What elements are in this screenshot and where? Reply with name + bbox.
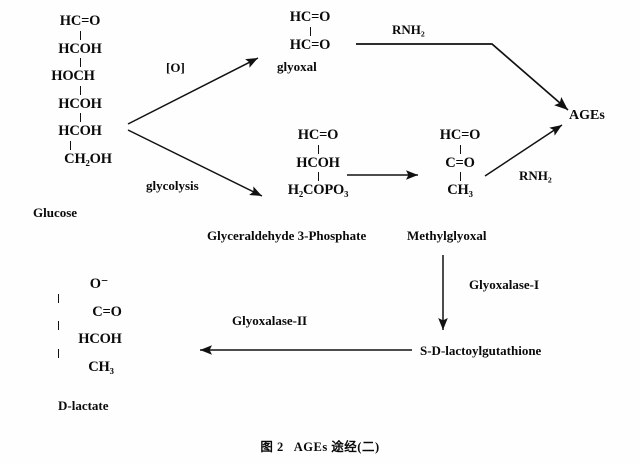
bond-line bbox=[58, 321, 59, 330]
bond-line bbox=[58, 348, 59, 358]
bond-line bbox=[79, 58, 81, 67]
structure-glucose: HC=O HCOH HOCH HCOH HCOH CH₂OH bbox=[20, 14, 140, 166]
arrow-glucose-to-glyoxal bbox=[127, 57, 259, 125]
glyoxal-row-2: HC=O bbox=[289, 36, 331, 53]
structure-methylglyoxal: HC=O C=O CH₃ bbox=[425, 128, 495, 198]
d-lactate-row-4: CH₃ bbox=[88, 358, 114, 375]
glyoxal-row-1: HC=O bbox=[289, 9, 331, 25]
structure-d-lactate: O⁻ C=O HCOH CH₃ bbox=[58, 276, 140, 375]
glucose-row-1: HC=O bbox=[59, 13, 101, 29]
figure-caption: 图 2 AGEs 途经(二) bbox=[0, 436, 640, 455]
d-lactate-row-1: O⁻ bbox=[89, 276, 109, 292]
structure-glyoxal: HC=O HC=O bbox=[270, 10, 350, 52]
bond-line bbox=[79, 85, 81, 95]
structure-glyceraldehyde-3-phosphate: HC=O HCOH H₂COPO₃ bbox=[268, 128, 368, 198]
glucose-row-3: HOCH bbox=[51, 68, 95, 84]
bond-line bbox=[309, 26, 311, 36]
bond-line bbox=[58, 293, 59, 303]
bond-line bbox=[317, 172, 319, 181]
bond-line bbox=[79, 113, 81, 122]
arrow-glyoxal-to-ages bbox=[356, 43, 569, 111]
methylglyoxal-row-2: C=O bbox=[445, 154, 475, 171]
label-oxidation: [O] bbox=[166, 60, 185, 75]
bond-line bbox=[79, 30, 81, 40]
glucose-row-4: HCOH bbox=[58, 95, 102, 112]
g3p-row-3: H₂COPO₃ bbox=[287, 182, 349, 198]
label-glycolysis: glycolysis bbox=[146, 178, 199, 193]
label-ages: AGEs bbox=[569, 108, 605, 123]
d-lactate-row-2: C=O bbox=[92, 303, 122, 320]
label-glucose: Glucose bbox=[33, 205, 78, 220]
label-glyoxal: glyoxal bbox=[277, 59, 317, 74]
g3p-row-1: HC=O bbox=[297, 127, 339, 143]
glucose-row-5: HCOH bbox=[58, 123, 102, 139]
g3p-row-2: HCOH bbox=[296, 154, 340, 171]
methylglyoxal-row-1: HC=O bbox=[439, 127, 481, 143]
label-lactoylglutathione: S-D-lactoylgutathione bbox=[420, 343, 542, 358]
glucose-row-6: CH₂OH bbox=[64, 150, 112, 167]
bond-line bbox=[459, 144, 461, 154]
bond-line bbox=[317, 144, 319, 154]
methylglyoxal-row-3: CH₃ bbox=[447, 182, 473, 198]
label-methylglyoxal: Methylglyoxal bbox=[407, 228, 487, 243]
label-d-lactate: D-lactate bbox=[58, 398, 109, 413]
bond-line bbox=[70, 140, 71, 150]
caption-number: 图 2 bbox=[260, 440, 284, 454]
label-rnh2-bottom: RNH₂ bbox=[519, 168, 552, 183]
glucose-row-2: HCOH bbox=[58, 40, 102, 57]
label-rnh2-top: RNH₂ bbox=[392, 22, 425, 37]
label-glyoxalase-2: Glyoxalase-II bbox=[232, 313, 308, 328]
caption-text: AGEs 途经(二) bbox=[293, 440, 380, 454]
label-glyoxalase-1: Glyoxalase-I bbox=[469, 277, 540, 292]
d-lactate-row-3: HCOH bbox=[78, 331, 122, 347]
label-glyceraldehyde-3-phosphate: Glyceraldehyde 3-Phosphate bbox=[207, 228, 367, 243]
bond-line bbox=[459, 172, 461, 181]
